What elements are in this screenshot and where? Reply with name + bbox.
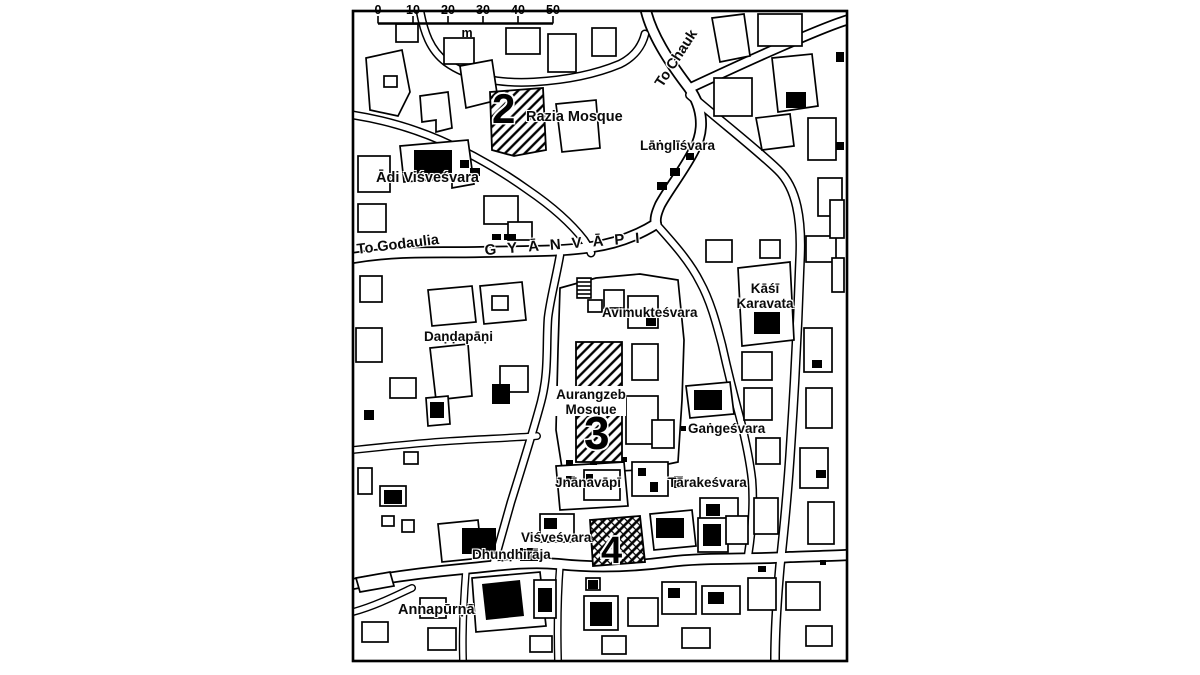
site-number-2: 2	[492, 85, 516, 132]
aurangzeb-label-plate	[550, 386, 626, 416]
label-aurangzeb-line2: Mosque	[565, 401, 617, 417]
label-kasi-line1: Kāśī	[750, 281, 780, 296]
scale-bar	[377, 16, 554, 25]
label-annapurna: Annapūrṇā	[398, 602, 475, 618]
label-jnanavapi: Jnānavāpī	[555, 475, 622, 490]
label-razia-mosque: Razia Mosque	[526, 109, 623, 125]
label-dandapani: Daṇḍapāṇi	[424, 329, 494, 344]
scale-tick-40: 40	[511, 3, 525, 17]
scale-tick-0: 0	[374, 3, 382, 17]
site-number-4: 4	[601, 530, 623, 572]
label-aurangzeb-line1: Aurangzeb	[556, 387, 626, 402]
label-adi-visvesvara: Ādi Viśveśvara	[376, 170, 479, 186]
scale-tick-20: 20	[441, 3, 455, 17]
scale-unit: m	[461, 26, 473, 40]
label-langlisvara: Lāṅglīśvara	[640, 138, 716, 153]
scale-tick-50: 50	[546, 3, 560, 17]
label-kasi-line2: Karavata	[736, 295, 794, 311]
label-visvesvara: Viśveśvara	[521, 530, 592, 545]
label-aurangzeb-mosque: Aurangzeb Mosque	[548, 387, 634, 418]
label-tarakesvara: Tārakeśvara	[668, 475, 747, 490]
label-gangesvara: Gaṅgeśvara	[688, 421, 766, 436]
scale-tick-10: 10	[406, 3, 420, 17]
label-avimuktesvara: Avimukteśvara	[602, 305, 698, 320]
gyanvapi-well-marker	[576, 277, 592, 299]
label-kasi-karavata: Kāśī Karavata	[727, 281, 803, 312]
hatched-sites-layer	[489, 87, 646, 567]
map-border-overlay	[351, 9, 849, 663]
scale-tick-30: 30	[476, 3, 490, 17]
site-number-3: 3	[584, 407, 610, 459]
label-dhundhiraja: Dhuṇḍhirāja	[472, 547, 551, 562]
site4-hatch	[589, 515, 646, 567]
filled-structures-layer	[364, 52, 844, 626]
razia-mosque-hatch	[489, 87, 547, 157]
